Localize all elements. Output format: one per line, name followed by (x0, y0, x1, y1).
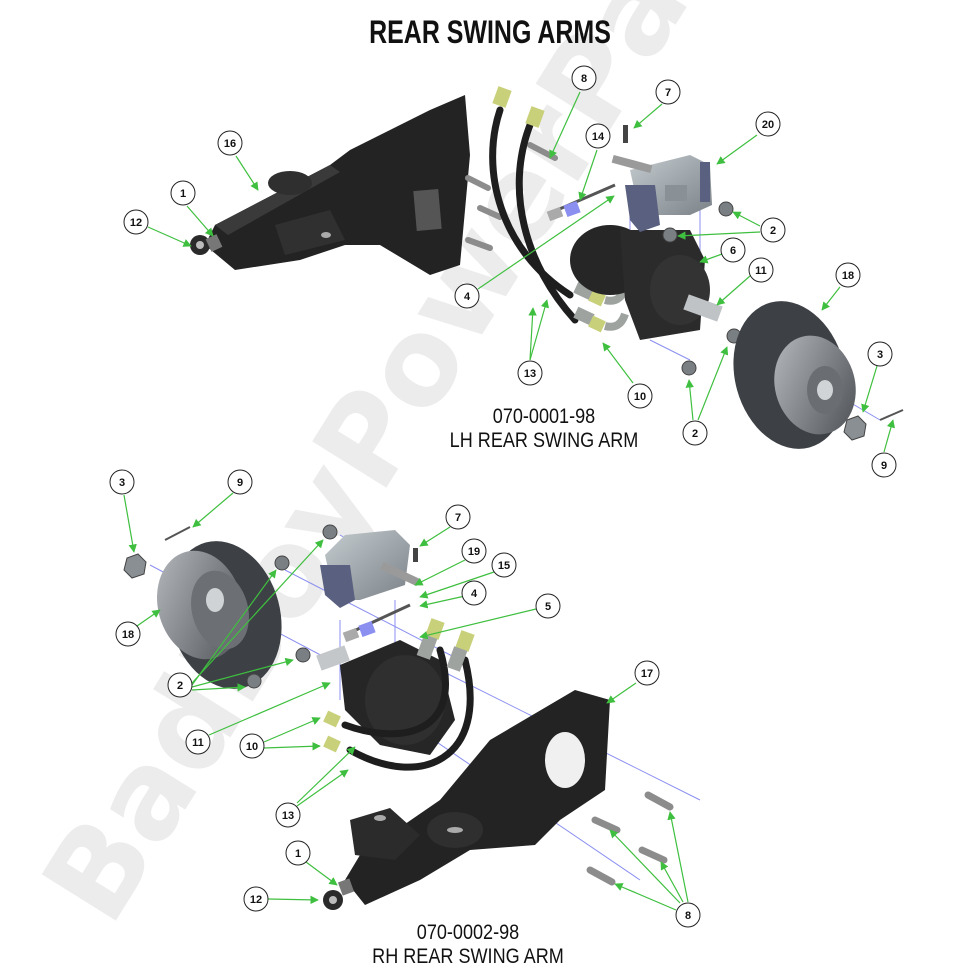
callout-bubble: 12 (123, 209, 149, 235)
svg-text:4: 4 (471, 588, 478, 600)
rh-brake-caliper-icon (320, 530, 420, 608)
callout-bubble: 10 (239, 733, 265, 759)
callout-bubble: 19 (461, 538, 487, 564)
svg-text:9: 9 (881, 460, 887, 472)
callout-bubble: 9 (227, 469, 253, 495)
rh-brake-disc-hub-icon (157, 541, 282, 689)
rh-mount-bolts-icon (586, 791, 674, 886)
lh-callouts: 8 7 20 14 16 1 12 2 6 11 18 4 13 10 3 2 … (123, 65, 897, 478)
callout-bubble: 11 (185, 729, 211, 755)
svg-text:11: 11 (192, 737, 204, 749)
callout-bubble: 2 (167, 672, 193, 698)
svg-text:3: 3 (119, 477, 125, 489)
lh-swing-arm-icon (205, 95, 470, 275)
lh-brake-caliper-icon (611, 125, 712, 232)
svg-text:1: 1 (180, 188, 186, 200)
callout-bubble: 1 (285, 840, 311, 866)
callout-bubble: 8 (571, 65, 597, 91)
lh-flange-nuts-icon (662, 201, 742, 376)
callout-bubble: 20 (755, 111, 781, 137)
svg-text:9: 9 (237, 477, 243, 489)
callout-bubble: 6 (720, 237, 746, 263)
rh-cotter-pin-icon (164, 526, 191, 541)
rh-brake-cable-icon (342, 603, 411, 643)
lh-hydraulic-hoses-icon (489, 106, 579, 324)
svg-text:7: 7 (665, 87, 671, 99)
callout-bubble: 4 (454, 283, 480, 309)
lh-cotter-pin-icon (879, 409, 904, 421)
svg-text:20: 20 (762, 119, 774, 131)
svg-text:13: 13 (282, 810, 294, 822)
callout-bubble: 15 (491, 552, 517, 578)
callout-bubble: 2 (682, 420, 708, 446)
svg-text:5: 5 (545, 601, 551, 613)
leader-lines (123, 91, 895, 911)
svg-text:12: 12 (250, 894, 262, 906)
lh-part-number: 070-0001-98 (492, 405, 596, 428)
lh-castle-nut-icon (843, 415, 867, 441)
svg-text:13: 13 (524, 368, 536, 380)
rh-part-number: 070-0002-98 (416, 921, 520, 944)
callout-bubble: 12 (243, 886, 269, 912)
svg-text:18: 18 (842, 270, 854, 282)
callout-bubble: 3 (867, 341, 893, 367)
callout-bubble: 7 (445, 504, 471, 530)
svg-text:17: 17 (641, 668, 653, 680)
callout-bubble: 8 (675, 902, 701, 928)
svg-text:2: 2 (770, 225, 776, 237)
rh-rod-end-icon (323, 878, 355, 910)
page-title: REAR SWING ARMS (369, 14, 611, 50)
callout-bubble: 13 (517, 360, 543, 386)
svg-text:11: 11 (755, 265, 767, 277)
svg-text:2: 2 (177, 680, 183, 692)
lh-assembly-label: 070-0001-98 LH REAR SWING ARM (424, 405, 665, 453)
svg-text:19: 19 (468, 546, 480, 558)
rh-assembly-label: 070-0002-98 RH REAR SWING ARM (348, 921, 589, 969)
callout-bubble: 13 (275, 802, 301, 828)
callout-bubble: 2 (760, 217, 786, 243)
callout-bubble: 18 (835, 262, 861, 288)
rh-flange-nuts-icon (246, 524, 338, 689)
rh-assembly-name: RH REAR SWING ARM (372, 945, 564, 968)
callout-bubble: 7 (655, 79, 681, 105)
svg-text:8: 8 (581, 73, 587, 85)
svg-text:16: 16 (224, 138, 236, 150)
callout-bubble: 9 (871, 452, 897, 478)
rh-assembly-drawing (123, 524, 701, 910)
rh-hydraulic-hoses-icon (341, 646, 474, 771)
svg-text:2: 2 (692, 428, 698, 440)
svg-text:6: 6 (730, 245, 736, 257)
rh-swing-arm-icon (345, 690, 610, 905)
callout-bubble: 16 (217, 130, 243, 156)
svg-text:1: 1 (295, 848, 301, 860)
rh-castle-nut-icon (123, 553, 147, 579)
svg-text:10: 10 (634, 391, 646, 403)
callout-bubble: 18 (115, 621, 141, 647)
svg-text:12: 12 (130, 217, 142, 229)
callout-bubble: 3 (109, 469, 135, 495)
svg-text:15: 15 (498, 560, 510, 572)
rh-hydraulic-motor-icon (316, 640, 455, 755)
callout-bubble: 5 (535, 593, 561, 619)
callout-bubble: 14 (585, 123, 611, 149)
callout-bubble: 1 (170, 180, 196, 206)
svg-text:3: 3 (877, 349, 883, 361)
svg-text:8: 8 (685, 910, 691, 922)
lh-assembly-drawing (190, 86, 904, 449)
svg-text:4: 4 (464, 291, 471, 303)
rh-callouts: 3 9 7 19 15 4 5 18 17 2 11 10 13 1 12 8 (109, 469, 701, 928)
svg-text:18: 18 (122, 629, 134, 641)
lh-brake-disc-hub-icon (733, 301, 856, 449)
callout-bubble: 11 (748, 257, 774, 283)
lh-hydraulic-motor-icon (570, 225, 723, 340)
svg-text:10: 10 (246, 741, 258, 753)
callout-bubble: 4 (461, 580, 487, 606)
lh-rod-end-icon (190, 234, 223, 255)
callout-bubble: 17 (634, 660, 660, 686)
lh-assembly-name: LH REAR SWING ARM (449, 429, 639, 452)
svg-text:14: 14 (592, 131, 605, 143)
callout-bubble: 10 (627, 383, 653, 409)
svg-text:7: 7 (455, 512, 461, 524)
